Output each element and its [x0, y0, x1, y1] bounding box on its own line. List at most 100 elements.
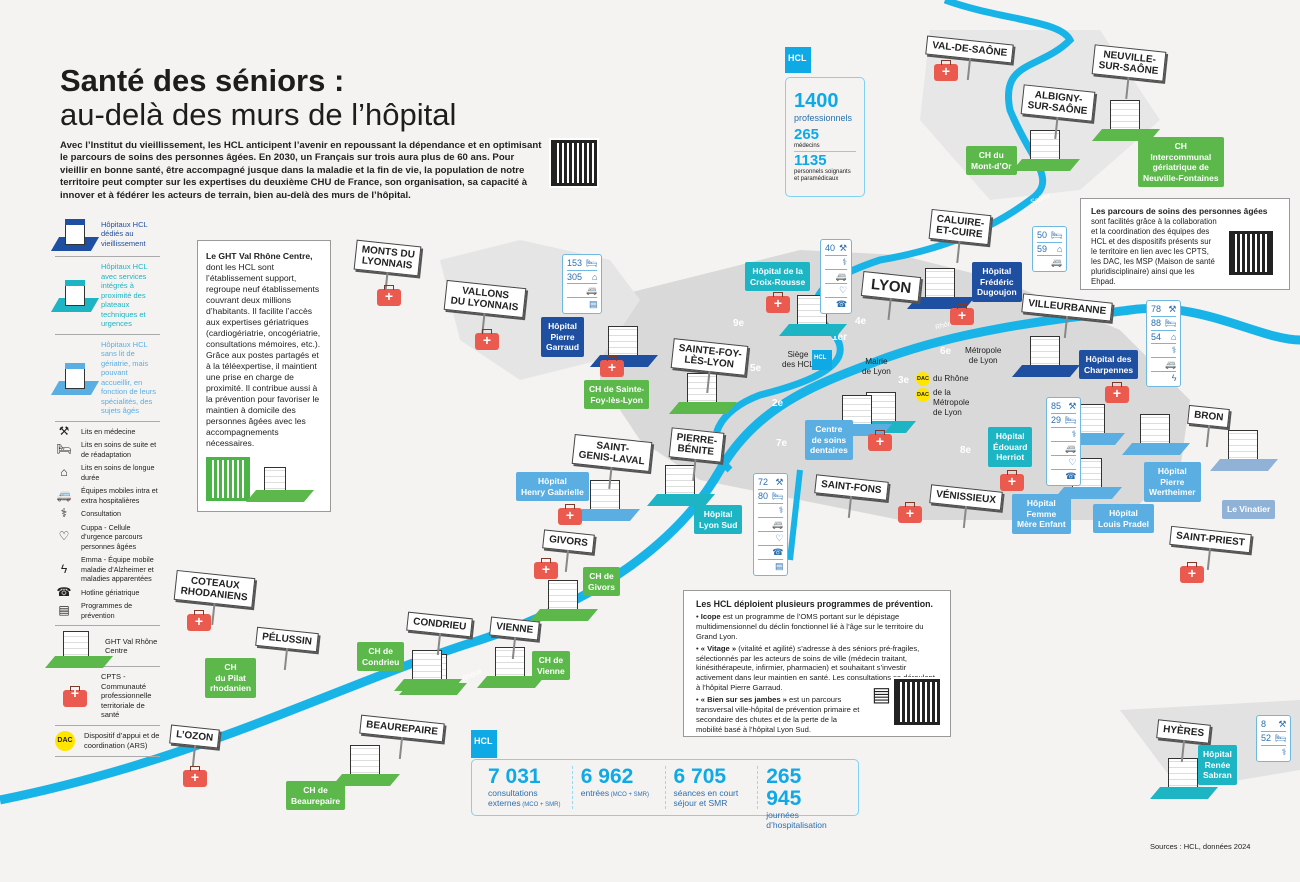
hospital-label[interactable]: CH du Mont-d’Or — [966, 146, 1017, 175]
medical-kit-icon — [600, 356, 624, 377]
capacity-box-charpennes: 78⚒88🛏54⌂⚕🚐ϟ — [1146, 300, 1182, 387]
dac-badge-icon: DAC — [916, 372, 930, 386]
legend-cpts-label: CPTS - Communauté professionnelle territ… — [101, 672, 152, 719]
hospital-label[interactable]: Hôpital Frédéric Dugoujon — [972, 262, 1022, 302]
activity-stat-note: (MCO + SMR) — [609, 792, 649, 798]
dac-badge-icon: DAC — [916, 388, 930, 402]
building-pad — [1011, 159, 1081, 171]
activity-stat-value: 265 945 — [766, 765, 802, 810]
capacity-row: 8⚒ — [1261, 718, 1287, 732]
capacity-box-croix-rousse: 40⚒⚕🚐♡☎ — [820, 239, 853, 314]
building-pad — [668, 402, 738, 414]
capacity-value: 8 — [1261, 719, 1267, 729]
hospital-building — [1091, 100, 1161, 141]
capacity-row: ⚕ — [1261, 746, 1287, 759]
capacity-icon: ♡ — [1068, 457, 1077, 467]
arrondissement-label: 8e — [960, 445, 972, 456]
hospital-label[interactable]: Le Vinatier — [1222, 500, 1276, 519]
hospital-label[interactable]: Hôpital des Charpennes — [1079, 350, 1139, 379]
capacity-value: 72 — [758, 477, 769, 487]
capacity-box-pierre-garraud: 153🛏305⌂🚐▤ — [562, 254, 603, 314]
medical-kit-icon — [187, 610, 211, 631]
legend-icon-label: Cuppa - Cellule d’urgence parcours perso… — [81, 522, 143, 551]
hospital-label[interactable]: Hôpital Renée Sabran — [1198, 745, 1237, 785]
hospital-label[interactable]: Hôpital Femme Mère Enfant — [1012, 494, 1071, 534]
activity-stat-note: (MCO + SMR) — [520, 802, 561, 808]
capacity-icon: 🚐 — [586, 285, 598, 295]
prevention-item-text: (vitalité et agilité) s’adresse à des sé… — [696, 643, 935, 693]
legend-icon-item: ⚒Lits en médecine — [55, 425, 160, 439]
hospital-label[interactable]: Hôpital de la Croix-Rousse — [745, 262, 811, 291]
prevention-box-title: Les HCL déploient plusieurs programmes d… — [696, 599, 933, 609]
legend-type-label: Hôpitaux HCL dédiés au vieillissement — [101, 219, 148, 248]
ambulance-icon: 🚐 — [56, 487, 72, 502]
building-roof — [65, 362, 85, 369]
hospital-label[interactable]: Centre de soins dentaires — [805, 420, 853, 460]
hospital-label[interactable]: CH de Sainte- Foy-lès-Lyon — [584, 380, 650, 409]
ght-box-title: Le GHT Val Rhône Centre, — [206, 251, 313, 261]
hospital-label[interactable]: Hôpital Édouard Herriot — [988, 427, 1033, 467]
capacity-icon: 🛏 — [1165, 318, 1177, 328]
headset-icon: ☎ — [56, 584, 72, 599]
capacity-value: 52 — [1261, 733, 1272, 743]
capacity-icon: ⌂ — [592, 272, 598, 282]
prevention-item: • Icope est un programme de l’OMS portan… — [696, 611, 924, 641]
qr-code[interactable] — [549, 138, 599, 188]
document-icon: ▤ — [872, 684, 891, 706]
capacity-value: 54 — [1151, 332, 1162, 342]
prevention-item-text: est un programme de l’OMS portant sur le… — [696, 611, 924, 641]
capacity-value: 59 — [1037, 244, 1048, 254]
dac-rhone-label: du Rhône — [933, 374, 969, 384]
legend-icon-label: Lits en soins de longue durée — [81, 463, 155, 482]
capacity-row: ☎ — [825, 298, 847, 311]
doctors-label: médecins — [794, 143, 856, 152]
legend-icon-label: Lits en médecine — [81, 426, 136, 436]
capacity-row: 88🛏 — [1151, 317, 1177, 331]
capacity-row: 50🛏 — [1037, 229, 1063, 243]
legend-ght: GHT Val Rhône Centre — [44, 626, 160, 668]
capacity-row: 305⌂ — [567, 271, 598, 284]
legend-icon-label: Emma - Équipe mobile maladie d’Alzheimer… — [81, 555, 154, 583]
hospital-label[interactable]: Hôpital Louis Pradel — [1093, 504, 1155, 533]
hospital-label[interactable]: Hôpital Lyon Sud — [694, 505, 743, 534]
capacity-row: 85⚒ — [1051, 400, 1077, 414]
prevention-qr-code[interactable] — [892, 677, 942, 727]
hospital-label[interactable]: CH de Vienne — [532, 651, 570, 680]
hospital-label[interactable]: Hôpital Pierre Garraud — [541, 317, 585, 357]
medical-kit-icon — [534, 558, 558, 579]
capacity-icon: ⌂ — [1057, 244, 1063, 254]
legend-icon-item: 🚐Équipes mobiles intra et extra hospital… — [55, 484, 160, 507]
hospital-label[interactable]: Hôpital Henry Gabrielle — [516, 472, 589, 501]
stethoscope-icon: ⚕ — [60, 506, 68, 520]
canal — [787, 469, 803, 561]
capacity-icon: ⚕ — [1281, 747, 1287, 757]
capacity-icon: ⚒ — [1278, 719, 1287, 729]
capacity-row: ⚕ — [1051, 428, 1077, 442]
capacity-value: 85 — [1051, 401, 1062, 411]
capacity-icon: ☎ — [835, 299, 848, 309]
legend-icon-label: Programmes de prévention — [81, 601, 133, 620]
city-sign: CALUIRE- ET-CUIRE — [928, 208, 992, 246]
capacity-icon: 🚐 — [1051, 257, 1063, 267]
capacity-row: 29🛏 — [1051, 414, 1077, 428]
hospital-label[interactable]: CH de Condrieu — [357, 642, 405, 671]
parcours-qr-code[interactable] — [1227, 229, 1275, 277]
hospital-label[interactable]: CH de Beaurepaire — [286, 781, 346, 810]
arrondissement-label: 1er — [832, 332, 848, 343]
ght-qr-code[interactable] — [204, 455, 252, 503]
hospital-label[interactable]: CH du Pilat rhodanien — [205, 658, 257, 698]
hospital-label[interactable]: Hôpital Pierre Wertheimer — [1144, 462, 1201, 502]
hospital-label[interactable]: CH de Givors — [583, 567, 620, 596]
page-subtitle: au-delà des murs de l’hôpital — [60, 97, 457, 132]
prevention-item: • « Vitage » (vitalité et agilité) s’adr… — [696, 643, 935, 693]
prevention-item-name: Icope — [700, 611, 721, 621]
capacity-row: 59 ⌂ — [1037, 243, 1063, 256]
capacity-row: 🚐 — [758, 518, 784, 532]
hospital-label[interactable]: CH Intercommunal gériatrique de Neuville… — [1138, 137, 1224, 187]
city-sign: PIERRE- BÉNITE — [668, 427, 724, 463]
ght-box-footer — [204, 455, 322, 503]
building-pad — [1209, 459, 1279, 471]
